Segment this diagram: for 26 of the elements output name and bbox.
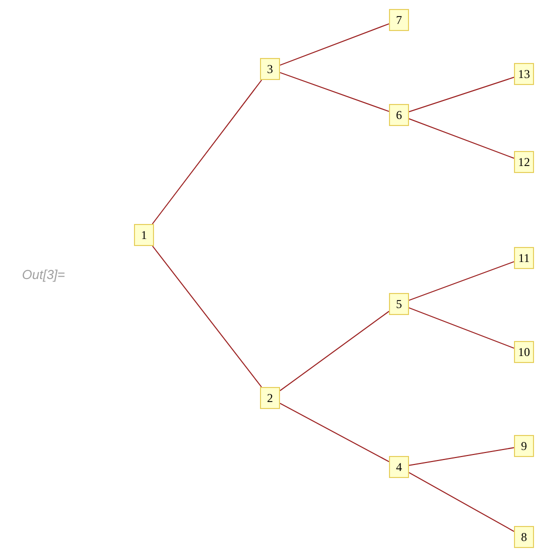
connector-line: [408, 118, 514, 159]
node-box: 2: [260, 387, 280, 409]
connector-line: [408, 76, 514, 112]
connector-line: [408, 307, 514, 349]
connector-line: [152, 80, 262, 224]
node-box: 7: [389, 9, 409, 31]
connector-line: [280, 72, 390, 112]
node-box: 10: [514, 341, 534, 363]
node-box: 4: [389, 456, 409, 478]
node-box: 5: [389, 293, 409, 315]
connector-line: [408, 261, 514, 301]
connector-line: [280, 23, 390, 66]
output-label: Out[3]=: [22, 267, 65, 282]
node-box: 13: [514, 63, 534, 85]
node-box: 12: [514, 151, 534, 173]
connector-line: [280, 310, 390, 392]
node-box: 3: [260, 58, 280, 80]
connector-line: [408, 472, 514, 532]
connector-line: [280, 402, 390, 462]
node-box: 1: [134, 224, 154, 246]
node-box: 8: [514, 526, 534, 548]
node-box: 9: [514, 435, 534, 457]
connector-line: [152, 246, 262, 388]
connector-line: [408, 447, 514, 466]
node-box: 6: [389, 104, 409, 126]
node-box: 11: [514, 247, 534, 269]
